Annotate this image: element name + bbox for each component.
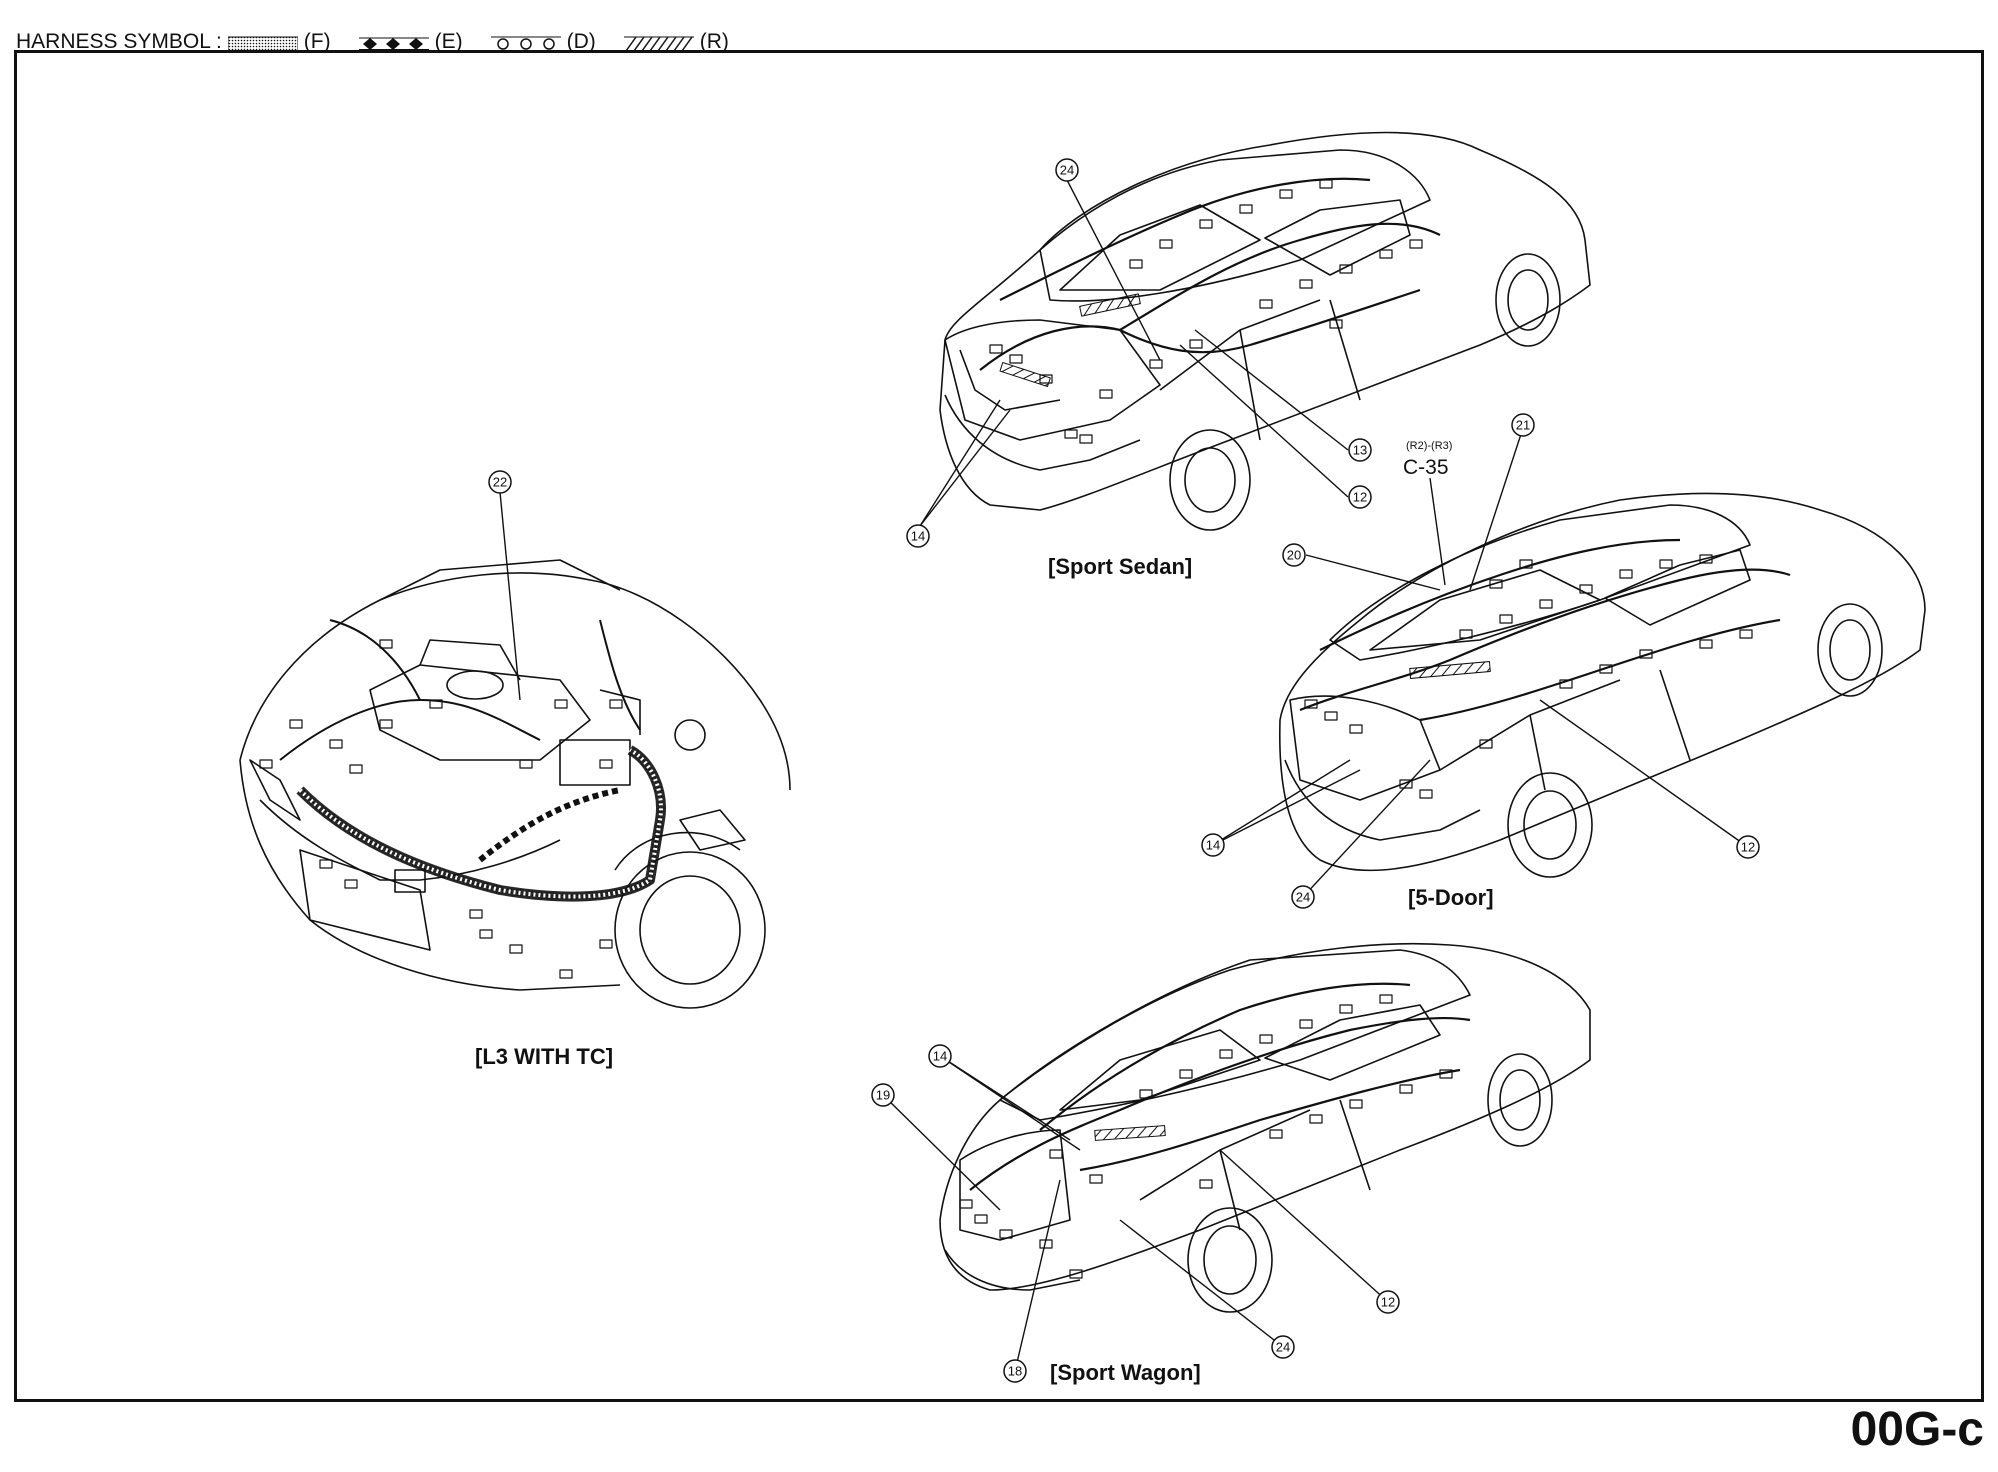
callout-5door-20: 20 [1282, 543, 1306, 567]
svg-text:14: 14 [1206, 838, 1220, 853]
callout-5door-12: 12 [1736, 835, 1760, 859]
svg-text:22: 22 [493, 475, 507, 490]
svg-text:12: 12 [1353, 490, 1367, 505]
diagram-frame [14, 50, 1984, 1402]
svg-text:14: 14 [911, 529, 925, 544]
connector-note-code: C-35 [1403, 456, 1449, 479]
l3-with-tc-view [239, 559, 791, 1009]
callout-wagon-12: 12 [1376, 1290, 1400, 1314]
callout-sedan-14: 14 [906, 524, 930, 548]
five-door-view [1278, 492, 1926, 878]
svg-text:14: 14 [933, 1049, 947, 1064]
page-code: 00G-c [1850, 1403, 1984, 1456]
callout-5door-24: 24 [1291, 885, 1315, 909]
callout-sedan-12: 12 [1348, 485, 1372, 509]
callout-wagon-14: 14 [928, 1044, 952, 1068]
svg-text:24: 24 [1296, 890, 1310, 905]
callout-wagon-24: 24 [1271, 1335, 1295, 1359]
legend-code-f: (F) [303, 30, 331, 53]
label-5-door: [5-Door] [1408, 885, 1494, 910]
callout-5door-21: 21 [1511, 413, 1535, 437]
svg-text:20: 20 [1287, 548, 1301, 563]
legend-code-r: (R) [699, 30, 729, 53]
legend-code-d: (D) [566, 30, 596, 53]
label-sport-wagon: [Sport Wagon] [1050, 1360, 1201, 1385]
svg-text:24: 24 [1276, 1340, 1290, 1355]
sport-wagon-view [939, 942, 1591, 1313]
connector-note-variant: (R2)-(R3) [1406, 440, 1452, 452]
callout-sedan-24: 24 [1055, 158, 1079, 182]
legend-title: HARNESS SYMBOL : [16, 30, 222, 53]
callout-l3-22: 22 [488, 470, 512, 494]
callout-leaders [499, 179, 1746, 1372]
svg-text:19: 19 [876, 1088, 890, 1103]
label-sport-sedan: [Sport Sedan] [1048, 554, 1192, 579]
callout-wagon-19: 19 [871, 1083, 895, 1107]
svg-text:13: 13 [1353, 443, 1367, 458]
svg-text:24: 24 [1060, 163, 1074, 178]
callout-wagon-18: 18 [1003, 1359, 1027, 1383]
label-l3-with-tc: [L3 WITH TC] [475, 1044, 613, 1069]
svg-text:21: 21 [1516, 418, 1530, 433]
sport-sedan-view [939, 131, 1591, 531]
callouts: 24 13 12 14 22 21 20 14 24 12 14 19 12 2… [488, 158, 1760, 1383]
svg-text:18: 18 [1008, 1364, 1022, 1379]
svg-text:12: 12 [1381, 1295, 1395, 1310]
callout-sedan-13: 13 [1348, 438, 1372, 462]
legend-code-e: (E) [434, 30, 463, 53]
svg-text:12: 12 [1741, 840, 1755, 855]
callout-5door-14: 14 [1201, 833, 1225, 857]
